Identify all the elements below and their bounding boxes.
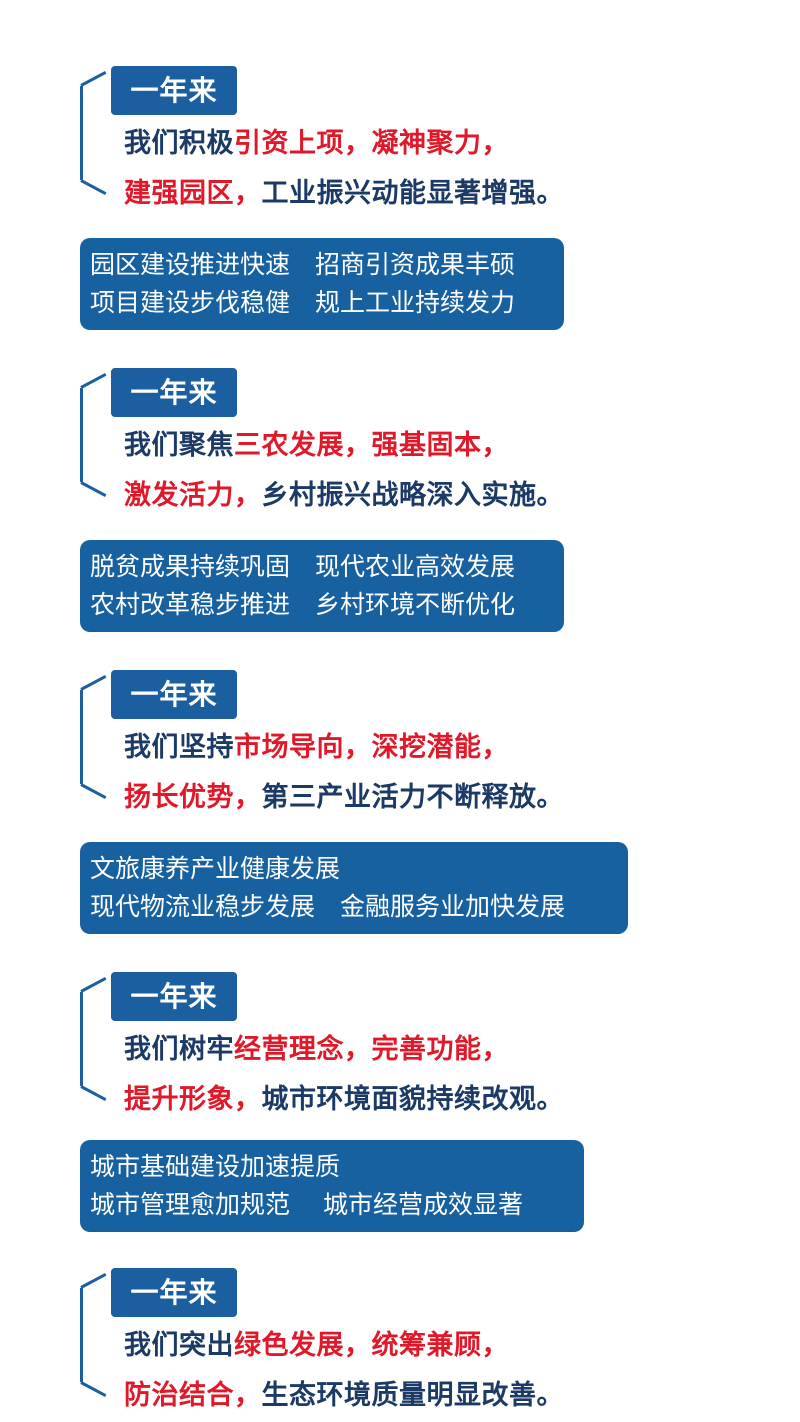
section-4: 一年来 我们树牢经营理念，完善功能， 提升形象，城市环境面貌持续改观。 (0, 972, 800, 1122)
summary-box-3: 文旅康养产业健康发展 现代物流业稳步发展 金融服务业加快发展 (80, 842, 628, 934)
summary-row: 城市基础建设加速提质 (90, 1152, 341, 1181)
bracket-decoration (80, 1288, 106, 1382)
summary-row: 文旅康养产业健康发展 (90, 854, 341, 883)
summary-row: 现代物流业稳步发展 金融服务业加快发展 (90, 892, 566, 921)
headline-line-2: 提升形象，城市环境面貌持续改观。 (124, 1084, 564, 1115)
headline-line-2: 激发活力，乡村振兴战略深入实施。 (124, 480, 564, 511)
bracket-decoration (80, 388, 106, 482)
headline-line-1: 我们坚持市场导向，深挖潜能， (124, 732, 509, 763)
bracket-decoration (80, 992, 106, 1086)
section-heading: 一年来 (111, 972, 237, 1021)
headline-line-2: 防治结合，生态环境质量明显改善。 (124, 1380, 564, 1411)
summary-row: 园区建设推进快速 招商引资成果丰硕 (90, 250, 516, 279)
summary-row: 项目建设步伐稳健 规上工业持续发力 (90, 288, 516, 317)
section-3: 一年来 我们坚持市场导向，深挖潜能， 扬长优势，第三产业活力不断释放。 (0, 670, 800, 820)
summary-box-4: 城市基础建设加速提质 城市管理愈加规范 城市经营成效显著 (80, 1140, 584, 1232)
section-1: 一年来 我们积极引资上项，凝神聚力， 建强园区，工业振兴动能显著增强。 (0, 66, 800, 216)
section-heading: 一年来 (111, 66, 237, 115)
section-2: 一年来 我们聚焦三农发展，强基固本， 激发活力，乡村振兴战略深入实施。 (0, 368, 800, 518)
headline-line-1: 我们树牢经营理念，完善功能， (124, 1034, 509, 1065)
headline-line-2: 扬长优势，第三产业活力不断释放。 (124, 782, 564, 813)
summary-row: 脱贫成果持续巩固 现代农业高效发展 (90, 552, 516, 581)
summary-row: 农村改革稳步推进 乡村环境不断优化 (90, 590, 516, 619)
summary-box-1: 园区建设推进快速 招商引资成果丰硕 项目建设步伐稳健 规上工业持续发力 (80, 238, 564, 330)
section-heading: 一年来 (111, 670, 237, 719)
bracket-decoration (80, 690, 106, 784)
headline-line-2: 建强园区，工业振兴动能显著增强。 (124, 178, 564, 209)
section-heading: 一年来 (111, 368, 237, 417)
bracket-decoration (80, 86, 106, 180)
section-5: 一年来 我们突出绿色发展，统筹兼顾， 防治结合，生态环境质量明显改善。 (0, 1268, 800, 1418)
section-heading: 一年来 (111, 1268, 237, 1317)
summary-row: 城市管理愈加规范 城市经营成效显著 (90, 1190, 523, 1219)
headline-line-1: 我们突出绿色发展，统筹兼顾， (124, 1330, 509, 1361)
headline-line-1: 我们积极引资上项，凝神聚力， (124, 128, 509, 159)
headline-line-1: 我们聚焦三农发展，强基固本， (124, 430, 509, 461)
summary-box-2: 脱贫成果持续巩固 现代农业高效发展 农村改革稳步推进 乡村环境不断优化 (80, 540, 564, 632)
